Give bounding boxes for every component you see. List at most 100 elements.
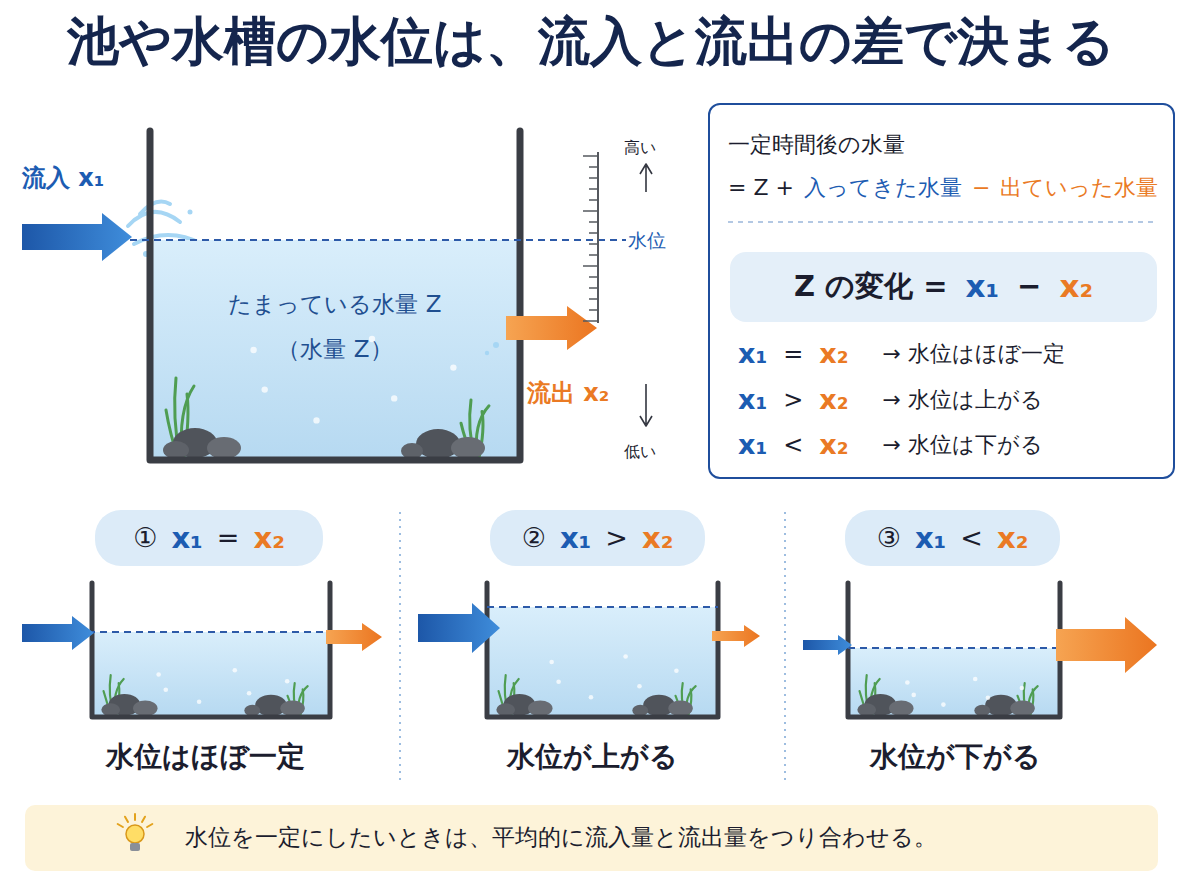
node-text: x₁ — [738, 338, 767, 370]
scale-tick — [589, 298, 598, 300]
node-text: （水量 Z） — [277, 336, 392, 364]
scale-tick — [589, 243, 598, 245]
water-drop — [493, 342, 499, 348]
scale-tick — [589, 287, 598, 289]
flow-label: 流出 x₂ — [527, 379, 609, 408]
bulb-ray — [118, 824, 123, 827]
inflow-arrow — [22, 616, 94, 650]
water-bubble — [911, 693, 916, 698]
water-bubble — [391, 395, 397, 401]
water-bubble — [156, 672, 161, 677]
water-body — [848, 648, 1060, 717]
text-row: たまっている水量 Z — [150, 291, 520, 319]
water-bubble — [313, 417, 319, 423]
rock — [207, 437, 241, 459]
rock — [668, 700, 692, 716]
outflow-arrow — [1056, 617, 1157, 673]
text-row: x₁=x₂→ 水位はほぼ一定 — [738, 338, 1173, 370]
case-pill: ③x₁<x₂ — [845, 510, 1060, 566]
rock — [1010, 700, 1034, 716]
water-level-line — [487, 606, 718, 608]
water-bubble — [986, 695, 991, 700]
inflow-arrow — [803, 635, 852, 655]
text-row: x₁<x₂→ 水位は下がる — [738, 429, 1173, 461]
water-level-label: 水位 — [628, 229, 666, 252]
water-bubble — [623, 654, 628, 659]
change-formula-pill: Z の変化 =x₁−x₂ — [730, 252, 1157, 322]
node-text: < — [960, 522, 983, 554]
text-row: ①x₁=x₂ — [95, 521, 323, 556]
water-body — [92, 632, 330, 717]
scale-tick — [589, 177, 598, 179]
text-row: Z の変化 =x₁−x₂ — [730, 268, 1157, 305]
water-bubble — [247, 691, 252, 696]
node-text: x₂ — [997, 521, 1028, 556]
bulb-ray — [125, 817, 128, 822]
water-bubble — [285, 679, 290, 684]
water-body — [150, 240, 520, 460]
water-bubble — [549, 660, 554, 665]
flow-label: 流入 x₁ — [22, 164, 104, 193]
water-splash — [128, 212, 180, 226]
outflow-arrow — [326, 623, 382, 651]
node-text: x₂ — [819, 384, 848, 416]
lightbulb-icon — [118, 814, 153, 851]
formula-panel: 一定時間後の水量= Z +入ってきた水量−出ていった水量x₁=x₂→ 水位はほぼ… — [708, 103, 1175, 479]
node-text: x₂ — [642, 521, 673, 556]
water-level-line — [88, 631, 328, 633]
small-tank — [418, 583, 760, 717]
bulb-ray — [147, 824, 152, 827]
node-text: たまっている水量 Z — [228, 291, 441, 319]
scale-tick — [589, 188, 598, 190]
node-text: x₂ — [253, 521, 284, 556]
small-tank — [803, 583, 1157, 717]
rock — [889, 700, 913, 716]
column-separator — [784, 512, 786, 780]
small-tank — [22, 583, 382, 717]
rock — [857, 703, 876, 716]
water-bubble — [197, 699, 202, 704]
bulb-ray — [142, 817, 145, 822]
water-bubble — [250, 347, 256, 353]
bulb-glass — [126, 825, 144, 843]
node-text: 水位を一定にしたいときは、平均的に流入量と流出量をつり合わせる。 — [185, 824, 937, 852]
scale-tick — [583, 320, 598, 322]
scale-label: 高い — [440, 138, 840, 157]
case-caption: 水位が上がる — [392, 740, 792, 774]
inflow-arrow — [418, 603, 500, 653]
rock — [101, 703, 120, 716]
water-bubble — [232, 668, 237, 673]
water-drop — [188, 210, 193, 215]
node-text: = Z + — [728, 175, 794, 201]
outflow-arrow — [506, 306, 597, 350]
node-text: x₂ — [819, 429, 848, 461]
water-tank: たまっている水量 Z （水量 Z） — [150, 130, 520, 460]
water-bubble — [637, 684, 642, 689]
water-bubble — [973, 677, 978, 682]
scale-ruler — [597, 152, 599, 323]
case-pill: ②x₁>x₂ — [490, 510, 705, 566]
text-row: （水量 Z） — [150, 336, 520, 364]
column-separator — [399, 512, 401, 780]
scale-tick — [583, 210, 598, 212]
outflow-arrow — [712, 625, 760, 647]
node-text: → 水位は上がる — [883, 387, 1043, 413]
node-text: ① — [133, 522, 157, 554]
node-text: x₁ — [560, 521, 591, 556]
scale-tick — [589, 232, 598, 234]
node-text: > — [783, 386, 803, 415]
text-row: ③x₁<x₂ — [845, 521, 1060, 556]
rock — [528, 700, 552, 716]
scale-tick — [589, 221, 598, 223]
node-text: > — [605, 522, 628, 554]
node-text: x₁ — [738, 429, 767, 461]
panel-divider — [728, 221, 1157, 223]
node-text: x₁ — [171, 521, 202, 556]
node-text: Z の変化 = — [794, 270, 948, 305]
rock — [280, 700, 304, 716]
node-text: x₁ — [915, 521, 946, 556]
water-bubble — [163, 687, 168, 692]
case-caption: 水位が下がる — [755, 740, 1155, 774]
scale-tick — [589, 199, 598, 201]
